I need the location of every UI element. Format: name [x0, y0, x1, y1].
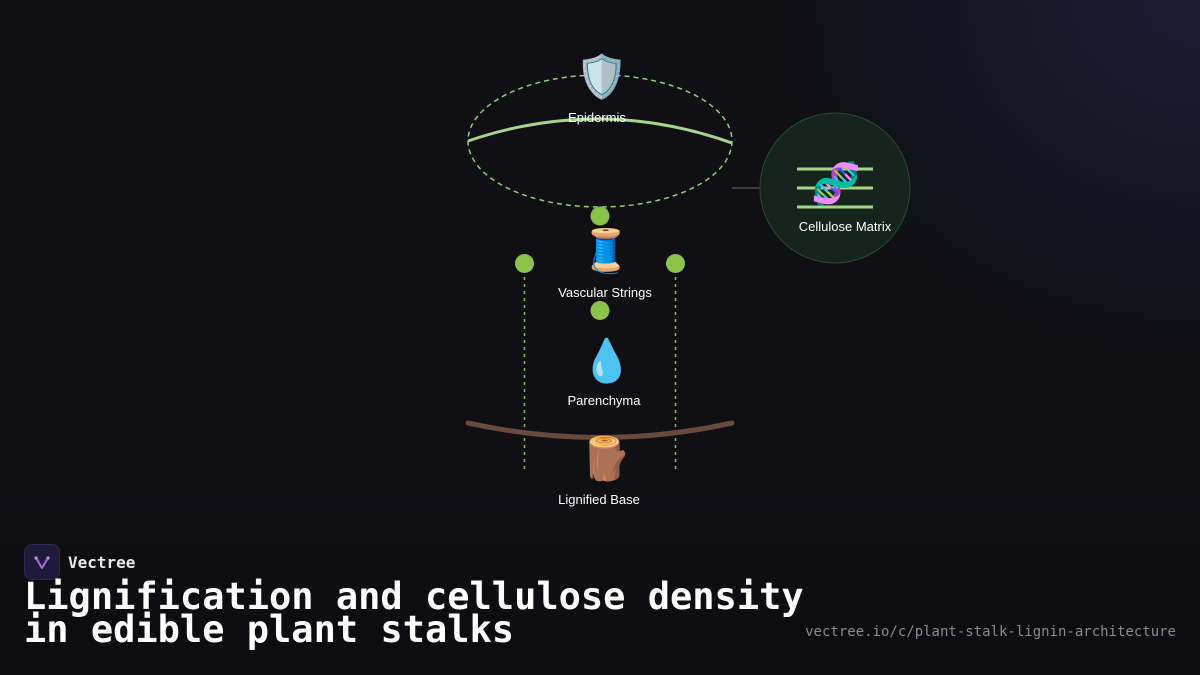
- brand: Vectree: [24, 544, 135, 580]
- title-line-1: Lignification and cellulose density: [24, 575, 804, 618]
- thread-spool-icon: 🧵: [579, 226, 633, 275]
- dna-icon: 🧬: [811, 161, 861, 207]
- joint-bottom: [590, 301, 610, 320]
- page-title: Lignification and cellulose density in e…: [24, 578, 924, 648]
- title-line-2: in edible plant stalks: [24, 608, 515, 651]
- joint-top: [590, 206, 610, 226]
- cellulose-matrix-label: Cellulose Matrix: [798, 219, 892, 234]
- water-droplet-icon: 💧: [580, 336, 634, 385]
- shield-icon: 🛡️: [575, 52, 629, 101]
- lignified-base-arc: [465, 420, 735, 440]
- epidermis-label: Epidermis: [568, 110, 626, 125]
- epidermis-arc: [467, 117, 733, 145]
- vascular-strings-label: Vascular Strings: [558, 285, 652, 300]
- source-url: vectree.io/c/plant-stalk-lignin-architec…: [805, 624, 1176, 640]
- lignified-base-label: Lignified Base: [558, 492, 640, 507]
- parenchyma-label: Parenchyma: [567, 393, 641, 408]
- joint-right: [666, 254, 685, 273]
- wood-log-icon: 🪵: [579, 434, 633, 483]
- vectree-logo-icon: [24, 544, 60, 580]
- joint-left: [515, 254, 534, 273]
- brand-name: Vectree: [68, 552, 136, 572]
